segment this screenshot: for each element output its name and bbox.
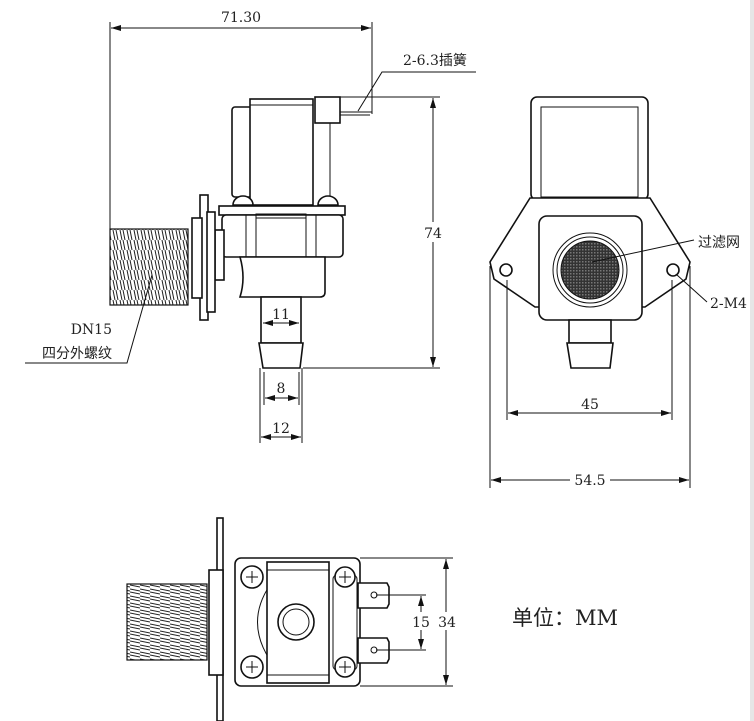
filter-label: 过滤网 [698,235,740,251]
terminal-upper [357,582,390,609]
inlet-thread [109,228,189,306]
thread-leader [25,274,153,364]
thread-size-label: DN15 [71,322,112,338]
dim-12-label: 12 [272,421,290,437]
dim-45-label: 45 [581,397,599,413]
mount-leader [676,274,708,303]
screw-head [232,195,254,206]
page-edge [750,0,754,721]
coil-front [530,96,649,201]
coil [249,98,314,206]
valve-neck [214,229,225,281]
side-view: 71.30 2-6.3插簧 DN15 四 [25,10,476,443]
units-label: 单位：MM [512,606,618,630]
bottom-view: 15 34 [126,517,456,721]
outlet-barb-front [566,342,614,369]
outlet-front [568,319,612,344]
mount-hole-left [499,263,513,277]
flange-nut [191,217,203,299]
inlet-thread-bottom [126,583,208,661]
dim-11-label: 11 [272,307,290,323]
valve-lower-body [238,256,326,298]
coil-frame [231,106,253,198]
terminal-lower [357,637,390,664]
terminal-housing [314,96,341,124]
dim-length-label: 71.30 [221,10,261,26]
inlet-ring [552,232,628,308]
flange-nut-bottom [208,569,224,676]
front-view: 过滤网 2-M4 45 54.5 [489,96,747,489]
dim-54-5-label: 54.5 [574,473,605,489]
dim-8-label: 8 [277,381,286,397]
mount-label: 2-M4 [710,296,747,312]
filter-leader [591,239,695,263]
valve-body [221,214,344,258]
dim-34-label: 34 [438,615,456,631]
dim-height-label: 74 [424,226,442,242]
filter-mesh [560,240,620,300]
terminal-label: 2-6.3插簧 [403,53,467,69]
mount-hole-right [666,263,680,277]
dim-15-label: 15 [412,615,430,631]
screw-icon [240,565,356,679]
screw-head [317,195,339,206]
thread-desc-label: 四分外螺纹 [42,346,112,362]
outlet-barb [258,342,304,369]
terminal-leader [357,71,476,112]
